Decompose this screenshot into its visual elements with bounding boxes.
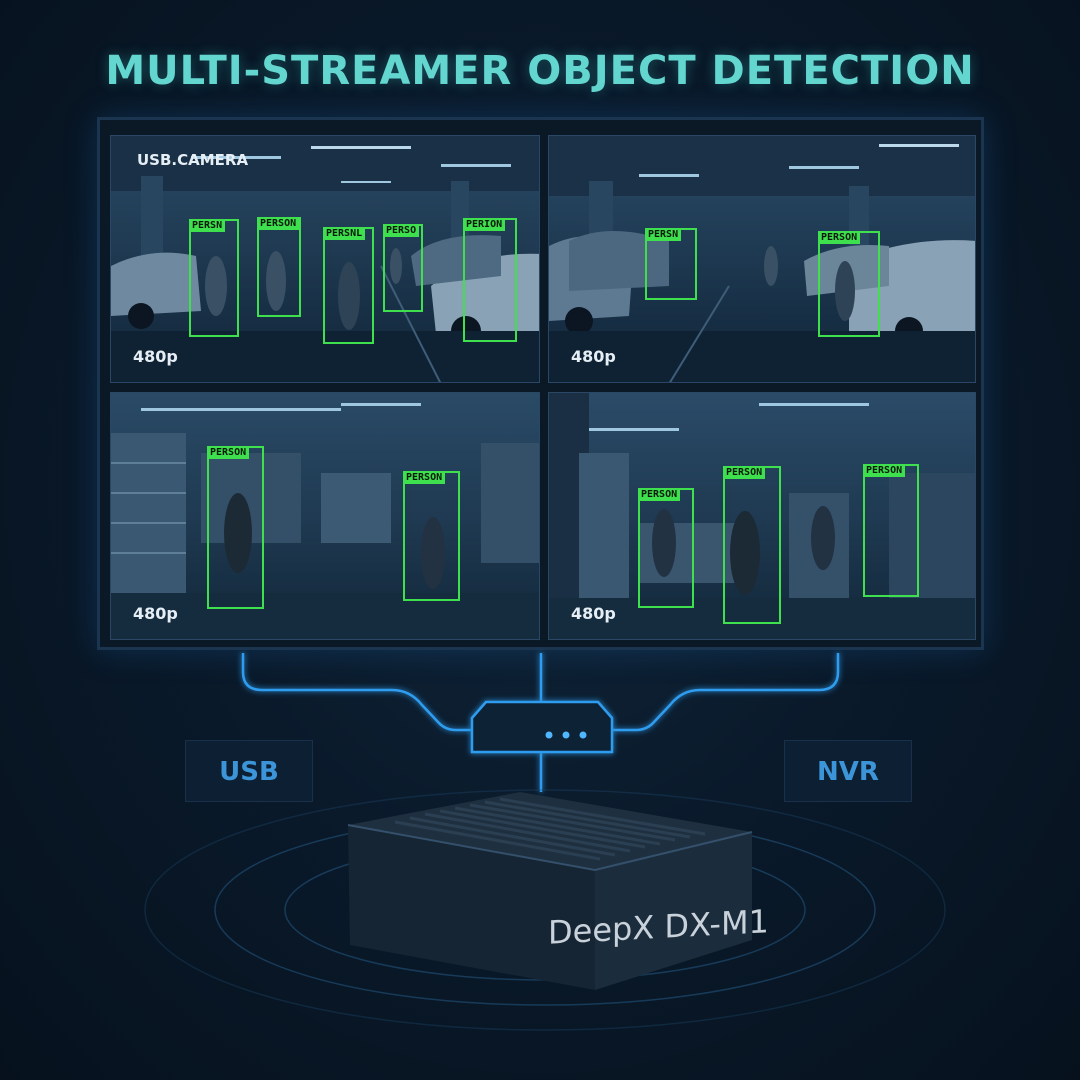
detection-label: PERSON: [207, 446, 250, 459]
detection-box: PERSON: [207, 446, 264, 609]
device-box-icon: [347, 792, 753, 990]
detection-label: PERSON: [723, 466, 766, 479]
detection-label: PERSNL: [323, 227, 366, 240]
detection-label: PERSON: [818, 231, 861, 244]
store-scene-2: [549, 393, 975, 639]
camera-feed-2[interactable]: PERSN PERSON 480p: [548, 135, 976, 383]
usb-source-label: USB: [185, 740, 313, 802]
resolution-label: 480p: [571, 347, 616, 366]
detection-box: PERSON: [403, 471, 460, 601]
detection-box: PERSON: [818, 231, 880, 337]
resolution-label: 480p: [571, 604, 616, 623]
detection-box: PERSN: [645, 228, 697, 300]
detection-box: PERSON: [723, 466, 781, 624]
camera-feed-3[interactable]: PERSON PERSON 480p: [110, 392, 540, 640]
detection-box: PERION: [463, 218, 517, 342]
detection-box: PERSN: [189, 219, 239, 337]
detection-label: PERSN: [645, 228, 682, 241]
nvr-source-label: NVR: [784, 740, 912, 802]
network-hub-icon: [470, 700, 614, 754]
camera-source-label: USB.CAMERA: [137, 151, 249, 169]
detection-label: PERSON: [638, 488, 681, 501]
detection-label: PERSO: [383, 224, 420, 237]
page-title: MULTI-STREAMER OBJECT DETECTION: [105, 48, 975, 94]
resolution-label: 480p: [133, 347, 178, 366]
detection-label: PERSON: [863, 464, 906, 477]
connector-lines: [241, 653, 840, 792]
resolution-label: 480p: [133, 604, 178, 623]
detection-box: PERSNL: [323, 227, 374, 344]
detection-box: PERSO: [383, 224, 423, 312]
store-scene-1: [111, 393, 539, 639]
detection-label: PERION: [463, 218, 506, 231]
parking-scene-1: [111, 136, 539, 382]
camera-feed-4[interactable]: PERSON PERSON PERSON 480p: [548, 392, 976, 640]
detection-label: PERSON: [257, 217, 300, 230]
detection-label: PERSON: [403, 471, 446, 484]
detection-label: PERSN: [189, 219, 226, 232]
monitor-display: USB.CAMERA PERSN PERSON PERSNL PERSO PER…: [97, 117, 984, 650]
detection-box: PERSON: [638, 488, 694, 608]
detection-box: PERSON: [257, 217, 301, 317]
parking-scene-2: [549, 136, 975, 382]
camera-feed-1[interactable]: USB.CAMERA PERSN PERSON PERSNL PERSO PER…: [110, 135, 540, 383]
detection-box: PERSON: [863, 464, 919, 597]
